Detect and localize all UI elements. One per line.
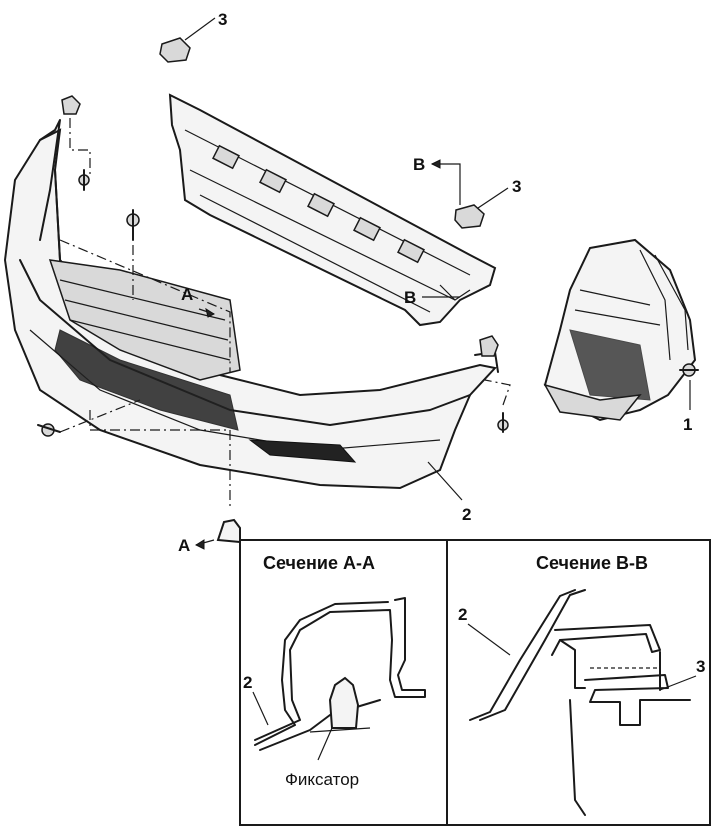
push-clip-bottom: A xyxy=(178,518,241,555)
section-detail-box xyxy=(239,539,711,826)
callout-view-b-top: B xyxy=(413,155,425,174)
callout-part2: 2 xyxy=(462,505,471,524)
screw-lower-left xyxy=(37,399,141,437)
callout-part3-right: 3 xyxy=(512,177,521,196)
screw-center xyxy=(126,209,140,300)
section-b-b-part2: 2 xyxy=(458,605,467,624)
bumper-cover xyxy=(3,119,499,490)
section-a-a-cutting-plane: A xyxy=(59,239,231,510)
bumper-reinforcement xyxy=(168,93,497,327)
callout-view-b-mid: B xyxy=(404,288,416,307)
section-a-a-part2: 2 xyxy=(243,673,252,692)
callout-part1: 1 xyxy=(683,415,692,434)
callout-part3-top: 3 xyxy=(218,10,227,29)
bolt-part1 xyxy=(679,363,699,377)
callout-view-a-bottom: A xyxy=(178,536,190,555)
fastener-clip-upper-left xyxy=(61,95,91,175)
screw-right-lower xyxy=(484,379,511,433)
view-b-marker-mid: B xyxy=(404,288,460,307)
clip-label: Фиксатор xyxy=(285,770,359,789)
section-a-a: Сечение А-А 2 Фиксатор xyxy=(243,553,426,789)
section-a-a-title: Сечение А-А xyxy=(263,553,375,573)
fender-liner-assembly: 1 xyxy=(543,238,699,434)
section-b-b: Сечение В-В 2 3 xyxy=(458,553,705,816)
retainer-clip-right: 3 xyxy=(454,177,521,229)
section-b-b-part3: 3 xyxy=(696,657,705,676)
section-b-b-title: Сечение В-В xyxy=(536,553,648,573)
callout-view-a-top: A xyxy=(181,285,193,304)
retainer-clip-top: 3 xyxy=(159,10,227,63)
view-b-marker-top: B xyxy=(413,155,461,205)
screw-upper-left xyxy=(78,169,90,191)
callout-part2-group: 2 xyxy=(427,461,471,524)
clip-right-upper xyxy=(479,335,499,357)
